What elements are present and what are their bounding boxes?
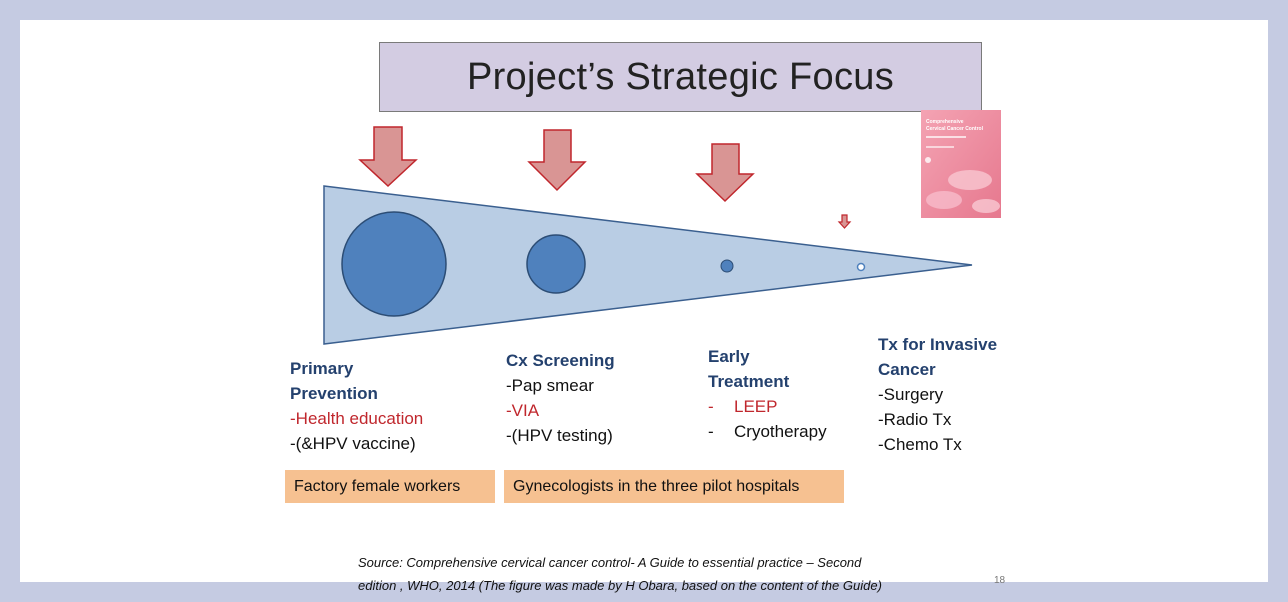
circle-primary-prevention [341,211,447,317]
source-line: edition , WHO, 2014 (The figure was made… [358,578,882,593]
source-line: Source: Comprehensive cervical cancer co… [358,555,862,570]
stage-screening: Cx Screening -Pap smear -VIA -(HPV testi… [506,348,615,448]
stage-item: -Pap smear [506,376,594,395]
stage-heading: Cx Screening [506,351,615,370]
stage-item: -Surgery [878,385,944,404]
book-cover-title-line-1: Comprehensive [926,119,964,125]
circle-early-treatment [720,259,734,273]
stage-item: -(&HPV vaccine) [290,434,416,453]
title-box: Project’s Strategic Focus [379,42,982,112]
down-arrow-icon [695,143,755,203]
down-arrow-icon [358,126,418,188]
stage-item: -Radio Tx [878,410,952,429]
funnel-wedge [323,185,973,345]
stage-item: -Health education [290,409,424,428]
target-group-tag: Factory female workers [285,470,495,503]
stage-item: -(HPV testing) [506,426,613,445]
circle-invasive-cancer [856,262,866,272]
stage-invasive-cancer: Tx for Invasive Cancer -Surgery -Radio T… [878,332,997,457]
stage-heading: Primary [290,359,354,378]
stage-heading: Prevention [290,384,378,403]
stage-heading: Treatment [708,372,790,391]
page-number: 18 [994,575,1006,586]
target-group-tag: Gynecologists in the three pilot hospita… [504,470,844,503]
down-arrow-icon [527,129,587,192]
stage-item: -Cryotherapy [708,422,827,441]
stage-item: -Chemo Tx [878,435,962,454]
circle-screening [526,234,586,294]
guide-book-cover: Comprehensive Cervical Cancer Control [921,110,1001,218]
down-arrow-icon [837,214,852,229]
stage-primary-prevention: Primary Prevention -Health education -(&… [290,356,423,456]
stage-heading: Tx for Invasive [878,335,998,354]
slide-title: Project’s Strategic Focus [466,55,895,98]
funnel-diagram: Comprehensive Cervical Cancer Control [323,110,1001,345]
stage-item: -VIA [506,401,540,420]
slide: Project’s Strategic Focus [20,20,1268,593]
book-cover-title-line-2: Cervical Cancer Control [926,126,984,132]
stage-heading: Early [708,347,750,366]
source-note: Source: Comprehensive cervical cancer co… [358,551,882,597]
stage-heading: Cancer [878,360,936,379]
stage-item: -LEEP [708,397,778,416]
stage-early-treatment: Early Treatment -LEEP -Cryotherapy [708,344,827,444]
